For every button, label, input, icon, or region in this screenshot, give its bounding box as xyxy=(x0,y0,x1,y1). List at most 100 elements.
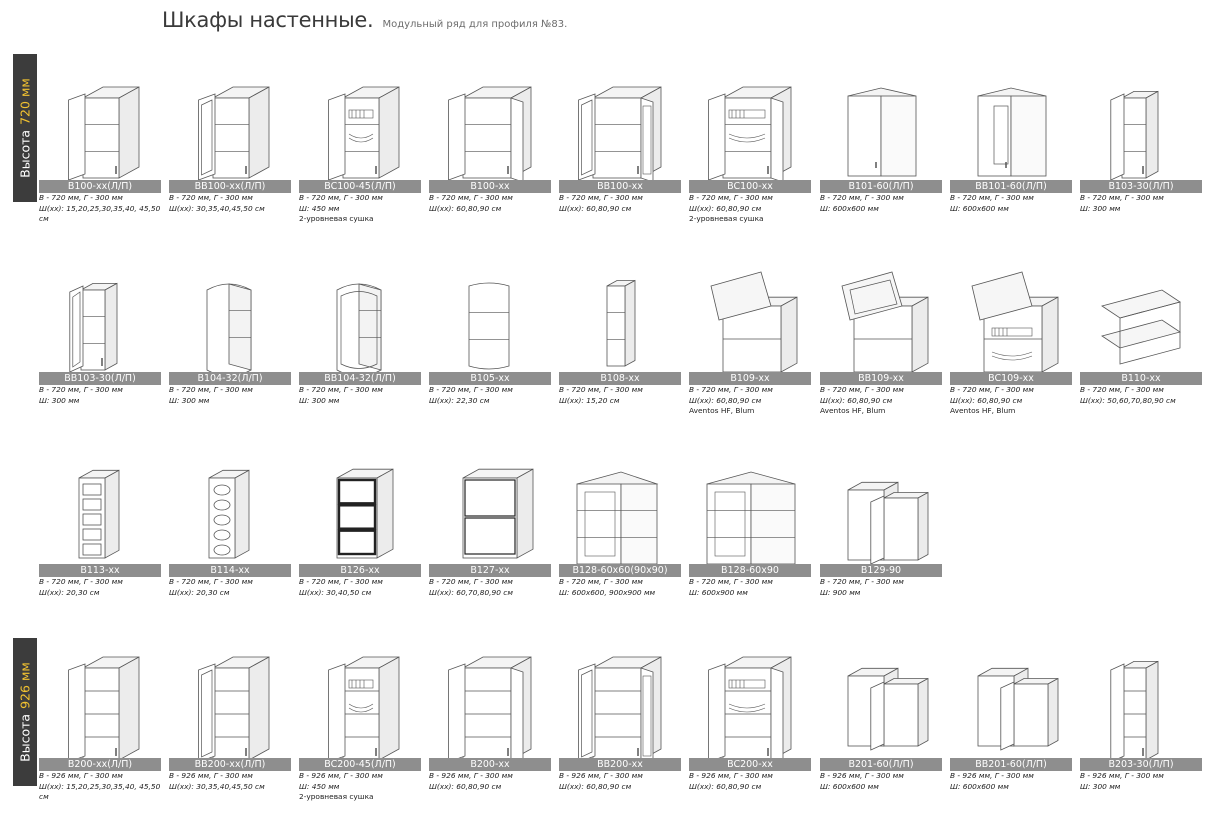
cabinet-open-door-icon xyxy=(39,62,161,180)
spec-widths: Ш: 300 мм xyxy=(299,395,340,405)
spec-note: Aventos HF, Blum xyxy=(689,406,755,415)
open-corner-unit-icon xyxy=(559,446,681,564)
spec-dimensions: В - 720 мм, Г - 300 мм xyxy=(689,193,773,202)
cabinet-code: B105-xx xyxy=(429,372,551,385)
spec-note: 2-уровневая сушка xyxy=(689,214,764,223)
spec-dimensions: В - 720 мм, Г - 300 мм xyxy=(429,577,513,586)
spec-dimensions: В - 926 мм, Г - 300 мм xyxy=(169,771,253,780)
lift-up-dryer-cabinet-icon xyxy=(950,254,1072,372)
corner-glass-cabinet-icon xyxy=(950,62,1072,180)
spec-dimensions: В - 720 мм, Г - 300 мм xyxy=(820,385,904,394)
cabinet-code: B129-90 xyxy=(820,564,942,577)
spec-dimensions: В - 926 мм, Г - 300 мм xyxy=(950,771,1034,780)
spec-widths: Ш(xx): 60,80,90 см xyxy=(559,203,632,213)
cabinet-code: BB100-xx(Л/П) xyxy=(169,180,291,193)
spec-dimensions: В - 720 мм, Г - 300 мм xyxy=(299,385,383,394)
title-main: Шкафы настенные. xyxy=(162,8,374,32)
spec-dimensions: В - 720 мм, Г - 300 мм xyxy=(950,385,1034,394)
spec-widths: Ш: 300 мм xyxy=(39,395,80,405)
spec-widths: Ш(xx): 20,30 см xyxy=(169,587,230,597)
cabinet-code: BB101-60(Л/П) xyxy=(950,180,1072,193)
spec-dimensions: В - 720 мм, Г - 300 мм xyxy=(299,577,383,586)
spec-dimensions: В - 720 мм, Г - 300 мм xyxy=(1080,385,1164,394)
spec-dimensions: В - 720 мм, Г - 300 мм xyxy=(820,577,904,586)
cabinet-code: BB200-xx(Л/П) xyxy=(169,758,291,771)
radius-glass-cabinet-icon xyxy=(299,254,421,372)
spec-dimensions: В - 926 мм, Г - 300 мм xyxy=(1080,771,1164,780)
spec-dimensions: В - 926 мм, Г - 300 мм xyxy=(429,771,513,780)
tall-corner-cabinet-icon xyxy=(820,640,942,758)
spec-dimensions: В - 720 мм, Г - 300 мм xyxy=(1080,193,1164,202)
open-shelf-unit-icon xyxy=(1080,254,1202,372)
spec-note: Aventos HF, Blum xyxy=(950,406,1016,415)
narrow-cabinet-icon xyxy=(1080,62,1202,180)
cabinet-code: B128-60x60(90x90) xyxy=(559,564,681,577)
title-subtitle: Модульный ряд для профиля №83. xyxy=(382,19,568,30)
cabinet-code: BB104-32(Л/П) xyxy=(299,372,421,385)
corner-cabinet-icon xyxy=(820,62,942,180)
spec-dimensions: В - 926 мм, Г - 300 мм xyxy=(39,771,123,780)
cabinet-code: B109-xx xyxy=(689,372,811,385)
section-label-720: Высота720 мм xyxy=(17,78,33,178)
page-title: Шкафы настенные. Модульный ряд для профи… xyxy=(162,8,567,32)
bottle-rack-icon xyxy=(39,446,161,564)
spec-dimensions: В - 926 мм, Г - 300 мм xyxy=(820,771,904,780)
spec-dimensions: В - 720 мм, Г - 300 мм xyxy=(689,385,773,394)
l-corner-cabinet-icon xyxy=(820,446,942,564)
spec-widths: Ш(xx): 60,80,90 см xyxy=(689,203,762,213)
spec-dimensions: В - 720 мм, Г - 300 мм xyxy=(559,193,643,202)
cabinet-code: B103-30(Л/П) xyxy=(1080,180,1202,193)
spec-widths: Ш: 600x600 мм xyxy=(820,203,879,213)
cabinet-code: B110-xx xyxy=(1080,372,1202,385)
frame-cabinet-icon xyxy=(299,446,421,564)
spec-dimensions: В - 720 мм, Г - 300 мм xyxy=(169,193,253,202)
spec-widths: Ш: 900 мм xyxy=(820,587,861,597)
spec-widths: Ш(xx): 60,80,90 см xyxy=(820,395,893,405)
spec-widths: Ш(xx): 15,20,25,30,35,40, 45,50 см xyxy=(39,203,161,224)
cabinet-code: B100-xx(Л/П) xyxy=(39,180,161,193)
spec-dimensions: В - 720 мм, Г - 300 мм xyxy=(299,193,383,202)
cabinet-dryer-icon xyxy=(299,62,421,180)
spec-widths: Ш: 600x600 мм xyxy=(950,203,1009,213)
spec-dimensions: В - 720 мм, Г - 300 мм xyxy=(559,577,643,586)
cabinet-code: B104-32(Л/П) xyxy=(169,372,291,385)
spec-dimensions: В - 720 мм, Г - 300 мм xyxy=(39,385,123,394)
tall-corner-glass-icon xyxy=(950,640,1072,758)
spec-dimensions: В - 720 мм, Г - 300 мм xyxy=(950,193,1034,202)
cabinet-code: B101-60(Л/П) xyxy=(820,180,942,193)
cabinet-code: BB200-xx xyxy=(559,758,681,771)
spec-widths: Ш(xx): 60,80,90 см xyxy=(559,781,632,791)
cabinet-code: BC200-xx xyxy=(689,758,811,771)
